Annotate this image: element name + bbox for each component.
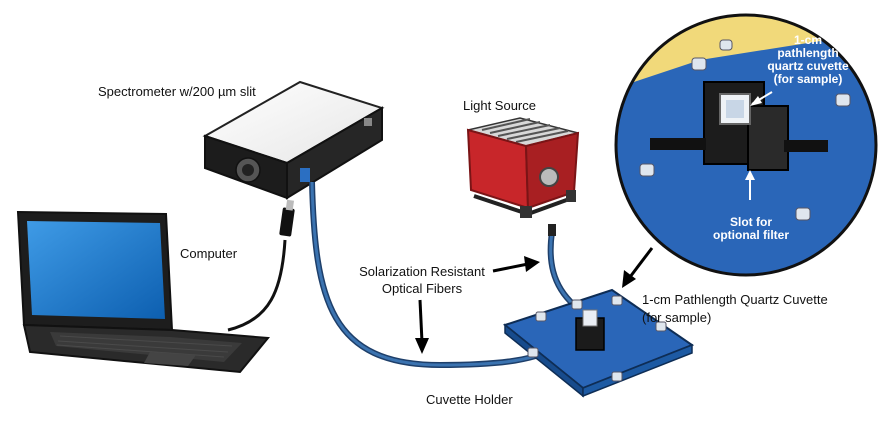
arrow-to-fiber-1 xyxy=(418,299,424,343)
inset-cuvette-label-1: 1-cm xyxy=(793,33,822,47)
touchpad xyxy=(144,352,196,366)
computer-label: Computer xyxy=(180,246,238,261)
inset-cuvette-label-4: (for sample) xyxy=(773,72,843,86)
cuvette-label-line2: (for sample) xyxy=(642,310,712,325)
arrow-to-fiber-2 xyxy=(492,262,529,273)
callout-arrows xyxy=(415,247,654,354)
light-source xyxy=(466,117,580,218)
laptop-computer xyxy=(16,210,270,374)
fiber-port xyxy=(300,168,310,182)
arrow-to-holder xyxy=(628,247,654,278)
inset-border xyxy=(614,13,878,277)
inset-magnified-view xyxy=(614,13,878,277)
fibers-label-line2: Optical Fibers xyxy=(381,281,463,296)
light-source-label: Light Source xyxy=(463,98,536,113)
inset-cuvette-label-3: quartz cuvette xyxy=(767,59,849,73)
inset-cuvette-label-2: pathlength xyxy=(777,46,839,60)
inset-slot-label-2: optional filter xyxy=(713,228,789,242)
fibers-label-line1: Solarization Resistant xyxy=(359,264,485,279)
usb-connector xyxy=(279,207,295,237)
cuvette-holder-label: Cuvette Holder xyxy=(426,392,513,407)
inset-slot-label-1: Slot for xyxy=(730,215,772,229)
laptop-screen xyxy=(27,221,165,319)
cuvette-label-line1: 1-cm Pathlength Quartz Cuvette xyxy=(642,292,828,307)
spectrometer xyxy=(202,80,385,200)
cuvette-holder xyxy=(502,288,695,398)
spectrometer-label: Spectrometer w/200 µm slit xyxy=(98,84,256,99)
